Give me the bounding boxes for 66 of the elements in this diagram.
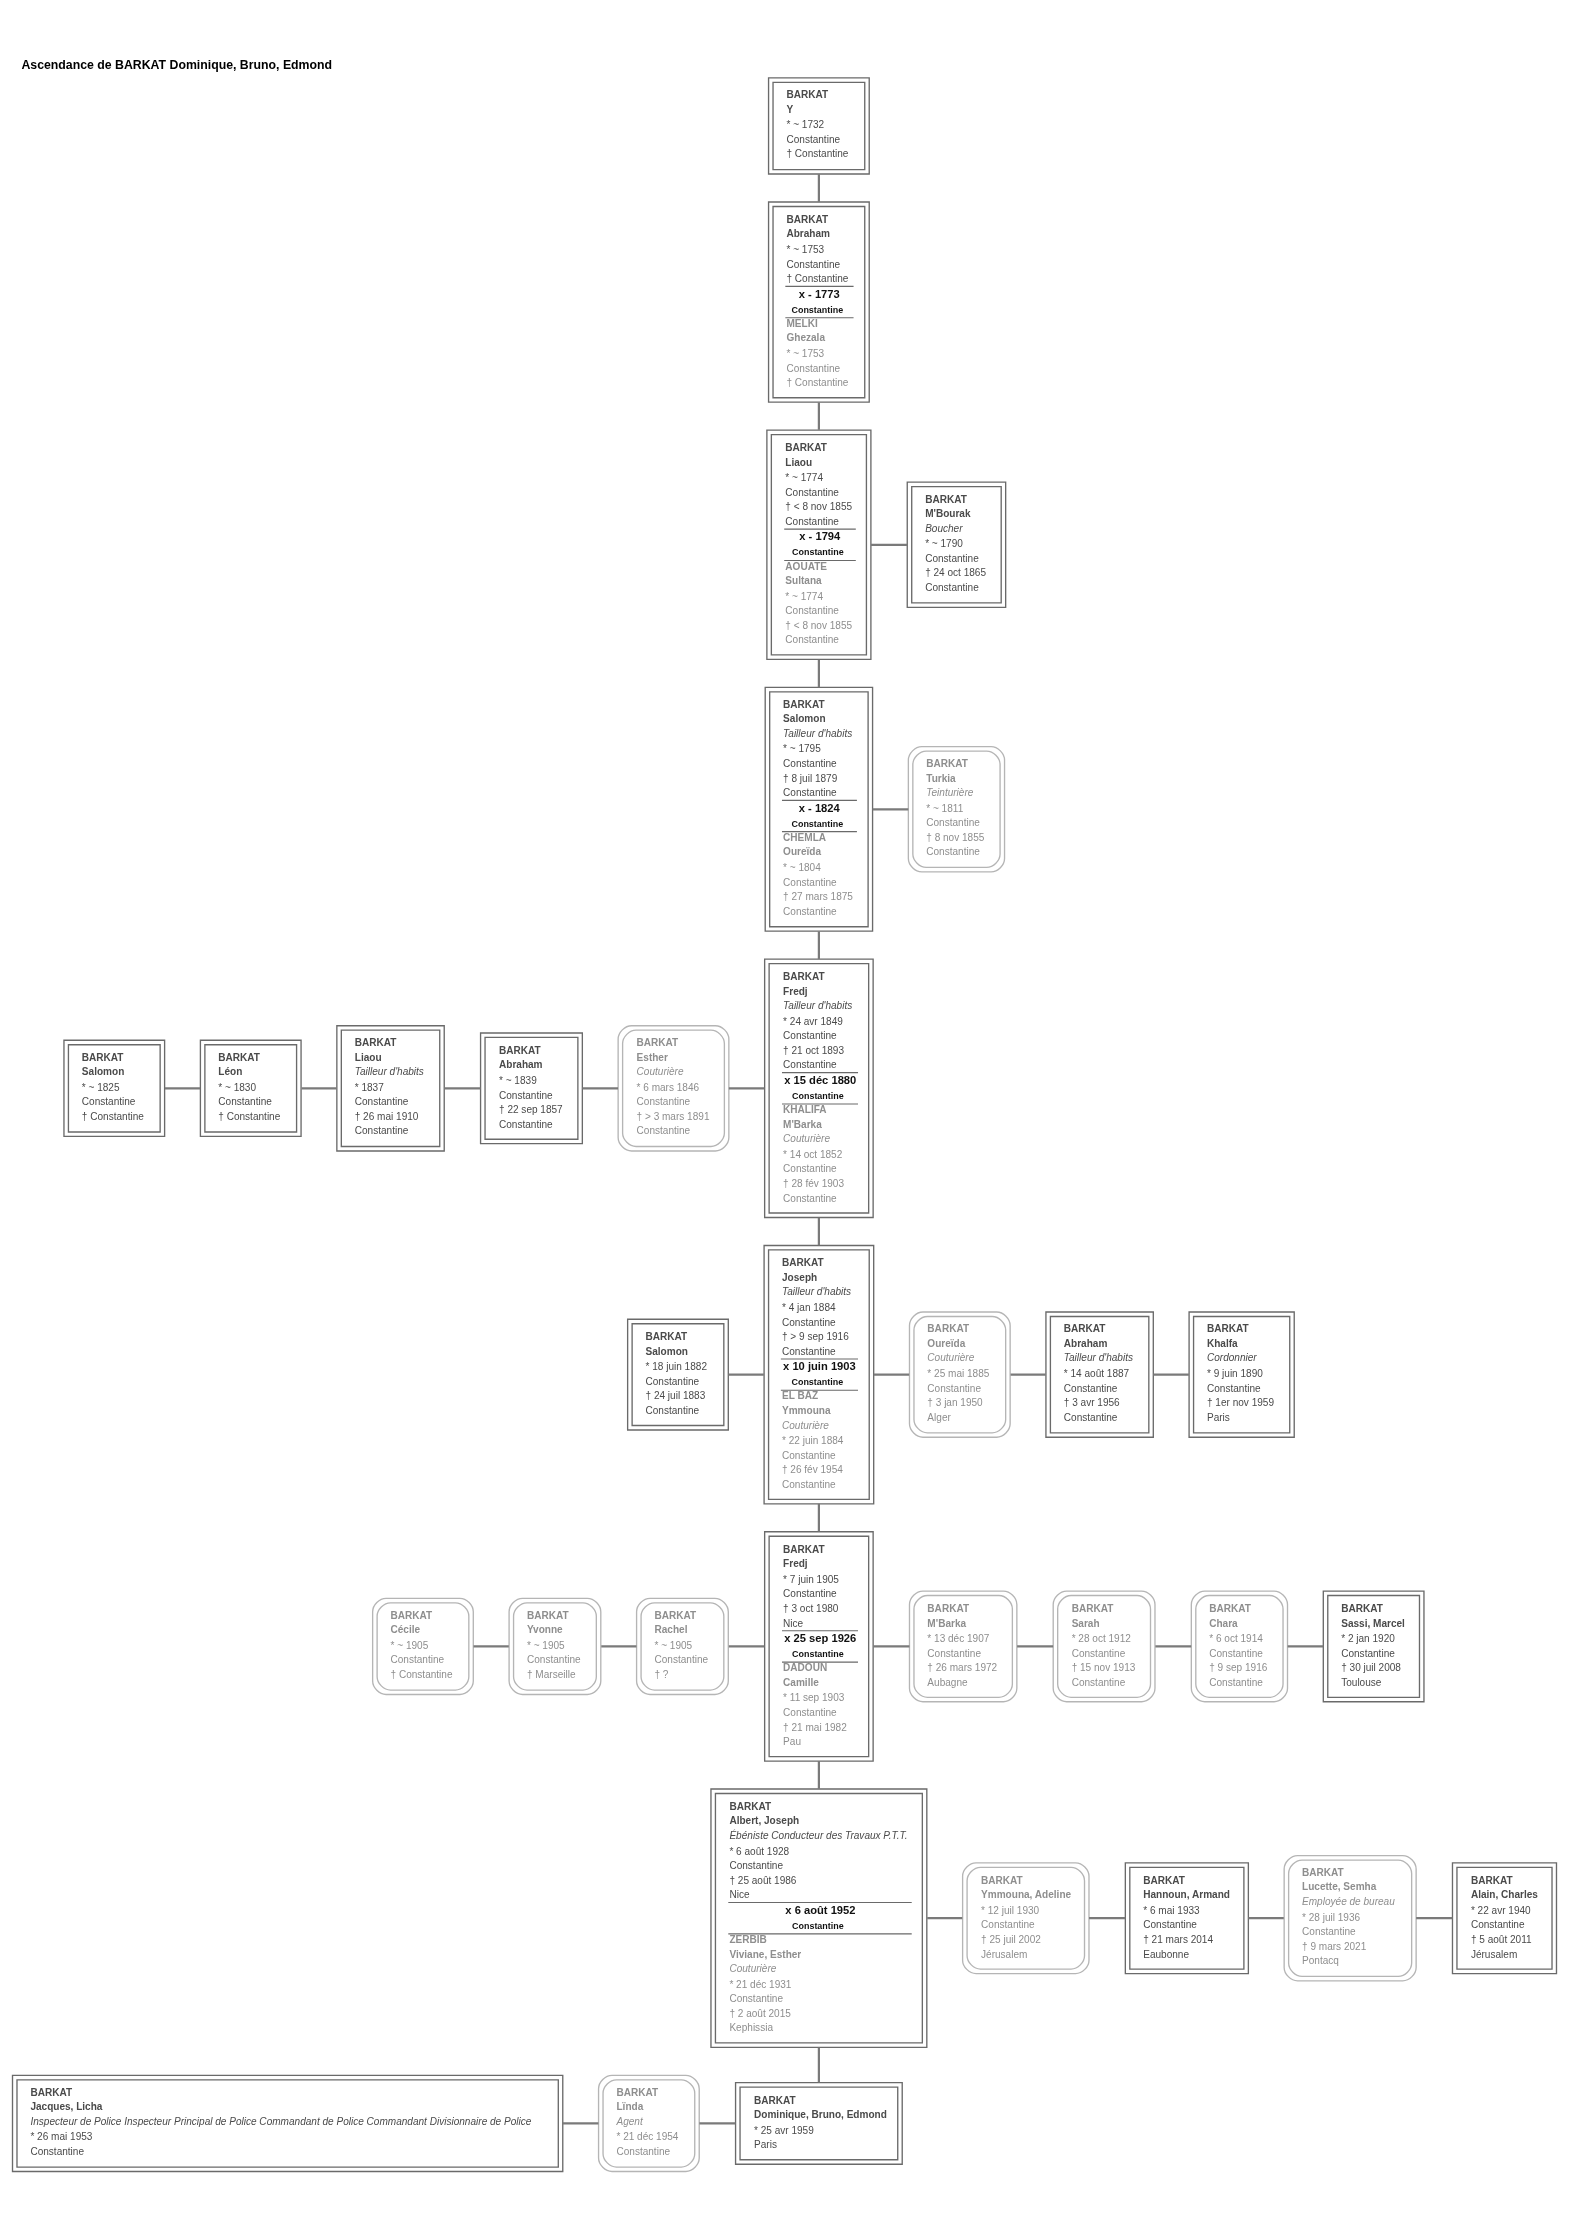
connector <box>1010 1373 1046 1376</box>
connector <box>582 1086 619 1089</box>
connector <box>562 2121 599 2125</box>
connector <box>817 173 820 202</box>
connector <box>817 659 820 687</box>
connector <box>817 2047 820 2082</box>
node-box: BARKAT Oureïda Couturière * 25 mai 1885 Constantine † 3 jan 1950 Alger <box>908 1310 1011 1438</box>
node-box: BARKAT Léon * ~ 1830 Constantine † Constantine <box>199 1039 302 1137</box>
connector <box>871 543 908 546</box>
node-box: BARKAT Fredj Tailleur d'habits * 24 avr 1849 Constantine † 21 oct 1893 Constantine x 15 déc 1880 Constantine KHALIFA M'Barka Couturière * 14 oct 1852 Constantine † 28 fév 1903 Constantine <box>764 958 874 1218</box>
node-box: BARKAT Sassi, Marcel * 2 jan 1920 Constantine † 30 juil 2008 Toulouse <box>1322 1589 1425 1702</box>
connector <box>473 1644 509 1648</box>
connector <box>817 930 820 959</box>
connector <box>873 1644 910 1648</box>
node-box: BARKAT Chara * 6 oct 1914 Constantine † 9 sep 1916 Constantine <box>1190 1589 1289 1702</box>
node-box: BARKAT Jacques, Licha Inspecteur de Police Inspecteur Principal de Police Commandant de Police Commandant Divisionnaire de Police * 26 mai 1953 Constantine <box>11 2074 564 2172</box>
node-box: BARKAT Alain, Charles * 22 avr 1940 Constantine † 5 août 2011 Jérusalem <box>1451 1861 1558 1974</box>
connector <box>728 1373 764 1376</box>
node-box: BARKAT Hannoun, Armand * 6 mai 1933 Constantine † 21 mars 2014 Eaubonne <box>1124 1861 1250 1974</box>
connector <box>817 401 820 430</box>
connector <box>1287 1644 1324 1648</box>
node-box: BARKAT M'Barka * 13 déc 1907 Constantine † 26 mars 1972 Aubagne <box>908 1589 1018 1702</box>
node-box: BARKAT Albert, Joseph Ébéniste Conducteur des Travaux P.T.T. * 6 août 1928 Constantine † 25 août 1986 Nice x 6 août 1952 Constantine ZERBIB Viviane, Esther Couturière * 21 déc 1931 Constantine † 2 août 2015 Kephissia <box>710 1787 928 2048</box>
connector <box>817 1760 820 1789</box>
node-box: BARKAT Lïnda Agent * 21 déc 1954 Constantine <box>597 2074 700 2172</box>
node-box: BARKAT Cécile * ~ 1905 Constantine † Constantine <box>371 1597 474 1695</box>
connector <box>1153 1373 1189 1376</box>
node-box: BARKAT Turkia Teinturière * ~ 1811 Constantine † 8 nov 1855 Constantine <box>907 745 1006 873</box>
node-box: BARKAT Abraham * ~ 1839 Constantine † 22 sep 1857 Constantine <box>479 1031 583 1144</box>
connector <box>817 1503 820 1531</box>
node-box: BARKAT M'Bourak Boucher * ~ 1790 Constantine † 24 oct 1865 Constantine <box>906 480 1007 608</box>
node-box: BARKAT Lucette, Semha Employée de bureau * 28 juil 1936 Constantine † 9 mars 2021 Pontacq <box>1283 1854 1417 1981</box>
connector <box>927 1916 963 1919</box>
connector <box>1089 1916 1126 1919</box>
connector <box>699 2121 736 2125</box>
connector <box>1248 1916 1284 1919</box>
connector <box>601 1644 637 1648</box>
connector <box>164 1086 201 1089</box>
connector <box>1416 1916 1453 1919</box>
connector <box>1017 1644 1054 1648</box>
node-box: BARKAT Abraham Tailleur d'habits * 14 août 1887 Constantine † 3 avr 1956 Constantine <box>1045 1310 1154 1438</box>
node-box: BARKAT Ymmouna, Adeline * 12 juil 1930 Constantine † 25 juil 2002 Jérusalem <box>961 1861 1090 1974</box>
diagram-title: Ascendance de BARKAT Dominique, Bruno, Edmond <box>21 57 333 72</box>
node-box: BARKAT Fredj * 7 juin 1905 Constantine † 3 oct 1980 Nice x 25 sep 1926 Constantine DADOUN Camille * 11 sep 1903 Constantine † 21 mai 1982 Pau <box>764 1530 874 1762</box>
connector <box>444 1086 481 1089</box>
node-box: BARKAT Khalfa Cordonnier * 9 juin 1890 Constantine † 1er nov 1959 Paris <box>1188 1310 1295 1438</box>
connector <box>728 1644 765 1648</box>
connector <box>728 1086 765 1089</box>
node-box: BARKAT Salomon * 18 juin 1882 Constantine † 24 juil 1883 Constantine <box>626 1318 729 1431</box>
node-box: BARKAT Abraham * ~ 1753 Constantine † Constantine x - 1773 Constantine MELKI Ghezala * ~ 1753 Constantine † Constantine <box>767 200 870 403</box>
node-box: BARKAT Sarah * 28 oct 1912 Constantine † 15 nov 1913 Constantine <box>1052 1589 1156 1702</box>
node-box: BARKAT Rachel * ~ 1905 Constantine † ? <box>635 1597 729 1695</box>
node-box: BARKAT Salomon * ~ 1825 Constantine † Constantine <box>63 1039 166 1137</box>
connector <box>301 1086 337 1089</box>
connector <box>872 807 909 810</box>
node-box: BARKAT Dominique, Bruno, Edmond * 25 avr 1959 Paris <box>734 2081 903 2165</box>
node-box: BARKAT Liaou * ~ 1774 Constantine † < 8 nov 1855 Constantine x - 1794 Constantine AOUATE Sultana * ~ 1774 Constantine † < 8 nov 1855 Constantine <box>766 428 872 660</box>
connector <box>1155 1644 1192 1648</box>
node-box: BARKAT Salomon Tailleur d'habits * ~ 1795 Constantine † 8 juil 1879 Constantine x - 1824 Constantine CHEMLA Oureïda * ~ 1804 Constantine † 27 mars 1875 Constantine <box>764 686 874 932</box>
node-box: BARKAT Yvonne * ~ 1905 Constantine † Marseille <box>508 1597 602 1695</box>
node-box: BARKAT Y * ~ 1732 Constantine † Constantine <box>767 76 870 175</box>
connector <box>873 1373 910 1376</box>
connector <box>817 1217 820 1245</box>
node-box: BARKAT Joseph Tailleur d'habits * 4 jan 1884 Constantine † > 9 sep 1916 Constantine x 10 juin 1903 Constantine EL BAZ Ymmouna Couturière * 22 juin 1884 Constantine † 26 fév 1954 Constantine <box>763 1244 875 1504</box>
node-box: BARKAT Esther Couturière * 6 mars 1846 Constantine † > 3 mars 1891 Constantine <box>617 1024 730 1152</box>
node-box: BARKAT Liaou Tailleur d'habits * 1837 Constantine † 26 mai 1910 Constantine <box>336 1024 445 1152</box>
